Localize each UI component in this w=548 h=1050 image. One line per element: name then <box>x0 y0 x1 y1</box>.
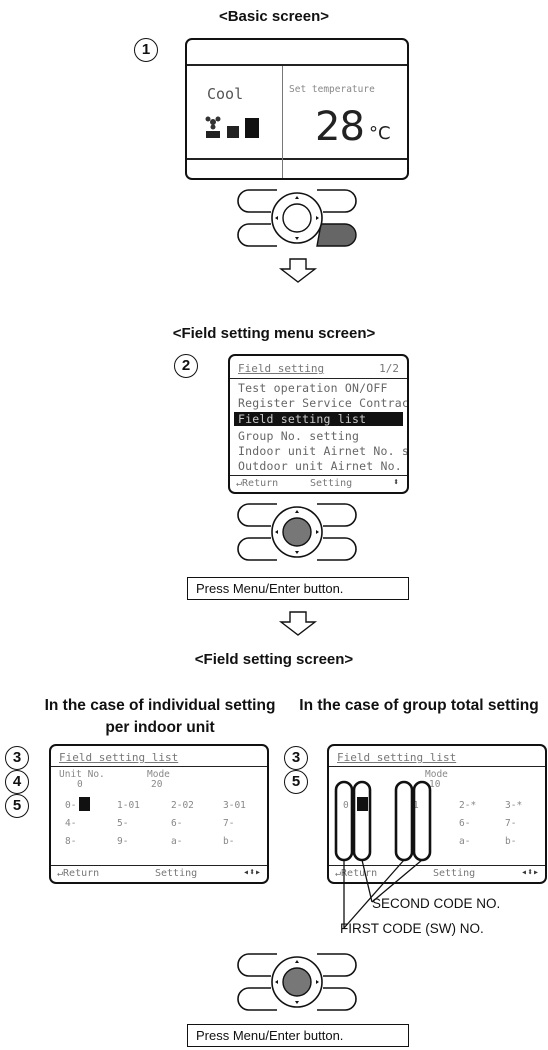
up-down-icon: ⬍ <box>392 477 399 488</box>
menu-footer-return: ↵Return <box>236 478 279 489</box>
code-0[interactable]: 0- <box>65 800 77 811</box>
menu-instruction-box: Press Menu/Enter button. <box>187 577 409 600</box>
return-icon: ↵ <box>57 868 64 879</box>
group-col-0: 0 <box>343 800 349 811</box>
mode-label: Mode <box>147 769 170 780</box>
remote-buttons-1 <box>237 186 357 255</box>
individual-title: Field setting list <box>59 751 179 764</box>
code-1[interactable]: 1-01 <box>117 800 140 811</box>
field-setting-menu-display: Field setting 1/2 Test operation ON/OFF … <box>228 354 409 494</box>
code-a[interactable]: a- <box>171 836 183 847</box>
field-screen-heading: <Field setting screen> <box>194 651 354 668</box>
individual-footer-setting: Setting <box>155 868 198 879</box>
mode-value: 20 <box>151 779 163 790</box>
group-code-3[interactable]: 3-* <box>505 800 523 811</box>
basic-screen-display: Cool Set temperature 28 °C <box>185 38 409 180</box>
group-code-6[interactable]: 6- <box>459 818 471 829</box>
code-5[interactable]: 5- <box>117 818 129 829</box>
group-footer-return: ↵Return <box>335 868 378 879</box>
group-mode-value: 10 <box>429 779 441 790</box>
menu-title: Field setting <box>238 362 325 375</box>
individual-caption: In the case of individual setting per in… <box>44 697 276 736</box>
menu-screen-heading: <Field setting menu screen> <box>172 325 376 342</box>
temperature-unit: °C <box>369 123 391 144</box>
four-way-arrows-icon: ◂⬍▸ <box>242 867 261 878</box>
code-2[interactable]: 2-02 <box>171 800 194 811</box>
four-way-arrows-icon: ◂⬍▸ <box>520 867 539 878</box>
group-col-1: 1 <box>413 800 419 811</box>
step-number-5: 5 <box>5 794 29 818</box>
code-7[interactable]: 7- <box>223 818 235 829</box>
set-temperature-label: Set temperature <box>289 84 375 95</box>
code-cursor <box>79 797 90 811</box>
code-4[interactable]: 4- <box>65 818 77 829</box>
menu-item-register-service-contract[interactable]: Register Service Contract <box>238 396 409 410</box>
step-number-3: 3 <box>284 746 308 770</box>
field-instruction-box: Press Menu/Enter button. <box>187 1024 409 1047</box>
group-cursor <box>357 797 368 811</box>
unit-no-label: Unit No. <box>59 769 105 780</box>
menu-footer-setting: Setting <box>310 478 353 489</box>
step-number-3: 3 <box>5 746 29 770</box>
individual-setting-display: Field setting list Unit No. Mode 0 20 0-… <box>49 744 269 884</box>
menu-item-indoor-airnet[interactable]: Indoor unit Airnet No. set <box>238 444 409 458</box>
basic-screen-heading: <Basic screen> <box>218 8 330 25</box>
return-icon: ↵ <box>236 478 243 489</box>
temperature-value: 28 <box>315 104 365 150</box>
second-code-callout: SECOND CODE NO. <box>372 896 501 911</box>
first-code-callout: FIRST CODE (SW) NO. <box>340 921 484 936</box>
code-b[interactable]: b- <box>223 836 235 847</box>
group-mode-label: Mode <box>425 769 448 780</box>
remote-buttons-2 <box>237 500 357 569</box>
down-arrow-icon <box>278 611 318 642</box>
group-footer-setting: Setting <box>433 868 476 879</box>
code-6[interactable]: 6- <box>171 818 183 829</box>
code-9[interactable]: 9- <box>117 836 129 847</box>
return-icon: ↵ <box>335 868 342 879</box>
menu-item-field-setting-list[interactable]: Field setting list <box>234 412 403 426</box>
unit-no-value: 0 <box>77 779 83 790</box>
group-code-7[interactable]: 7- <box>505 818 517 829</box>
menu-item-group-no-setting[interactable]: Group No. setting <box>238 429 360 443</box>
menu-item-outdoor-airnet[interactable]: Outdoor unit Airnet No. set <box>238 459 407 473</box>
group-caption: In the case of group total setting <box>299 697 539 714</box>
fan-speed-icon <box>205 114 267 144</box>
individual-footer-return: ↵Return <box>57 868 100 879</box>
group-code-2[interactable]: 2-* <box>459 800 477 811</box>
menu-page-indicator: 1/2 <box>379 362 399 375</box>
step-number-2: 2 <box>174 354 198 378</box>
code-8[interactable]: 8- <box>65 836 77 847</box>
code-3[interactable]: 3-01 <box>223 800 246 811</box>
remote-buttons-3 <box>237 950 357 1019</box>
menu-item-test-operation[interactable]: Test operation ON/OFF <box>238 381 388 395</box>
step-number-4: 4 <box>5 770 29 794</box>
step-number-5: 5 <box>284 770 308 794</box>
down-arrow-icon <box>278 258 318 289</box>
mode-label: Cool <box>207 85 244 103</box>
group-code-a[interactable]: a- <box>459 836 471 847</box>
group-code-b[interactable]: b- <box>505 836 517 847</box>
step-number-1: 1 <box>134 38 158 62</box>
group-title: Field setting list <box>337 751 457 764</box>
